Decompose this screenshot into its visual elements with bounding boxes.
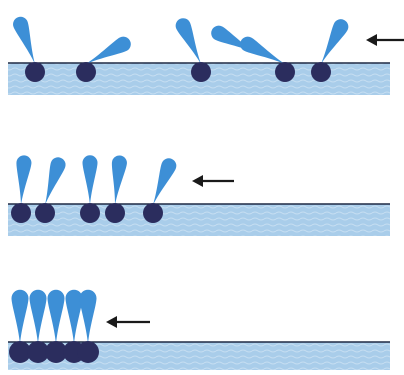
panels-layer bbox=[8, 15, 404, 370]
amphiphile-tail bbox=[314, 17, 351, 68]
compression-arrow-icon bbox=[366, 34, 404, 46]
amphiphile-head bbox=[275, 62, 295, 82]
panel-sparse-gas-phase bbox=[8, 15, 404, 95]
amphiphile-tail bbox=[30, 290, 47, 344]
compression-arrow-icon bbox=[192, 175, 234, 187]
amphiphile-tail bbox=[11, 15, 42, 67]
amphiphile-head bbox=[105, 203, 125, 223]
amphiphile-head bbox=[311, 62, 331, 82]
amphiphile-tail bbox=[38, 155, 68, 207]
amphiphile-head bbox=[35, 203, 55, 223]
water-subphase bbox=[8, 204, 390, 236]
amphiphile-head bbox=[77, 341, 99, 363]
amphiphile-head bbox=[191, 62, 211, 82]
amphiphile-tail bbox=[146, 156, 179, 208]
amphiphile-tail bbox=[14, 155, 32, 206]
amphiphile-tail bbox=[12, 290, 29, 344]
amphiphile-head bbox=[143, 203, 163, 223]
amphiphile-tail bbox=[48, 290, 65, 344]
panel-condensed-monolayer bbox=[8, 290, 390, 370]
compression-arrow-icon bbox=[106, 316, 150, 328]
amphiphile-tail bbox=[108, 155, 128, 206]
amphiphile-head bbox=[25, 62, 45, 82]
amphiphile-tail bbox=[80, 290, 97, 344]
amphiphile-tail bbox=[173, 16, 208, 67]
amphiphile-head bbox=[80, 203, 100, 223]
amphiphile-head bbox=[11, 203, 31, 223]
panel-partially-compressed bbox=[8, 155, 390, 236]
amphiphile-tail bbox=[83, 155, 98, 205]
amphiphile-head bbox=[76, 62, 96, 82]
